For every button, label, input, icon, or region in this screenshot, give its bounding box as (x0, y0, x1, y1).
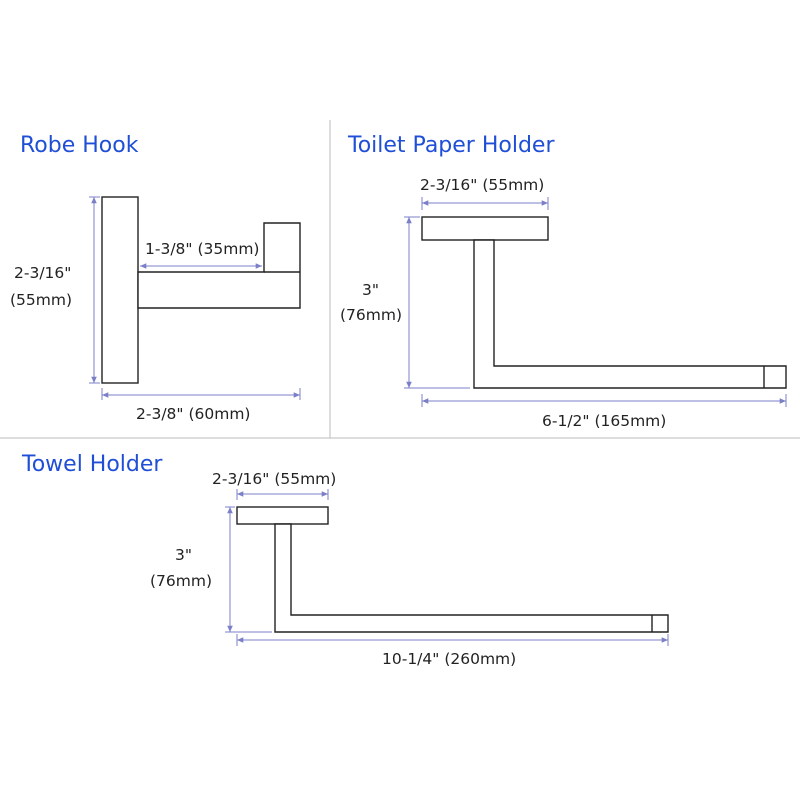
toilet-paper-holder-plate-label: 2-3/16" (55mm) (420, 176, 544, 194)
towel-holder-height-label-2: (76mm) (150, 572, 212, 590)
toilet-paper-holder-title: Toilet Paper Holder (348, 133, 555, 158)
robe-hook-width-label: 2-3/8" (60mm) (136, 405, 250, 423)
towel-holder-arm (274, 523, 669, 633)
robe-hook-title: Robe Hook (20, 133, 139, 158)
robe-hook-drawing (101, 196, 301, 384)
towel-holder-title: Towel Holder (22, 452, 163, 477)
toilet-paper-holder-height-label-2: (76mm) (340, 306, 402, 324)
robe-hook-base-plate (101, 196, 139, 384)
toilet-paper-holder-plate (421, 216, 549, 241)
toilet-paper-holder-drawing (421, 216, 787, 389)
toilet-paper-holder-length-label: 6-1/2" (165mm) (542, 412, 666, 430)
towel-holder-plate-label: 2-3/16" (55mm) (212, 470, 336, 488)
robe-hook-height-label-2: (55mm) (10, 291, 72, 309)
robe-hook-height-label-1: 2-3/16" (14, 264, 71, 282)
toilet-paper-holder-height-label-1: 3" (362, 281, 379, 299)
robe-hook-depth-label: 1-3/8" (35mm) (145, 240, 259, 258)
towel-holder-drawing (236, 506, 669, 633)
toilet-paper-holder-arm (473, 239, 787, 389)
towel-holder-height-label-1: 3" (175, 546, 192, 564)
towel-holder-plate (236, 506, 329, 525)
towel-holder-length-label: 10-1/4" (260mm) (382, 650, 516, 668)
